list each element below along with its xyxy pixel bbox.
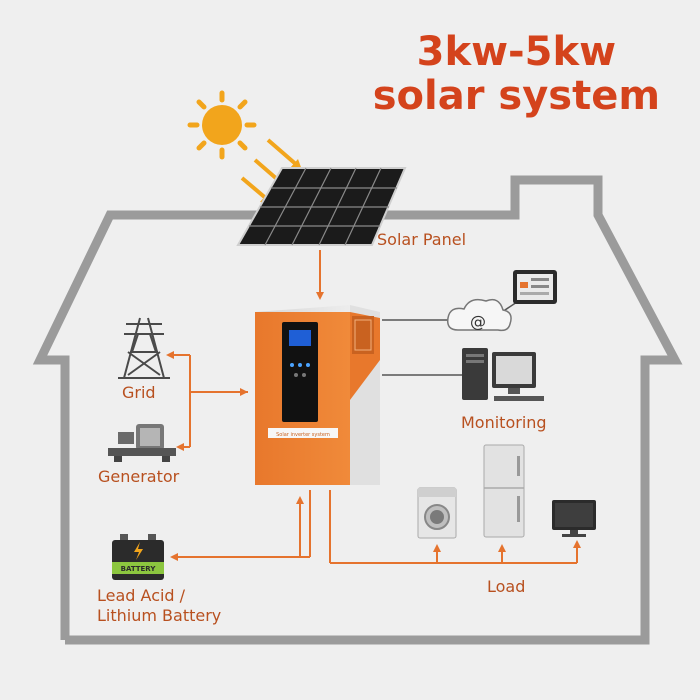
battery-label-line-2: Lithium Battery [97, 606, 222, 625]
battery-label-line-1: Lead Acid / [97, 586, 186, 605]
washing-machine-icon [417, 487, 457, 539]
inverter-brand-label: Solar inverter system [276, 432, 330, 438]
solar-panel-label: Solar Panel [377, 230, 467, 249]
email-symbol: @ [470, 312, 486, 331]
monitoring-label: Monitoring [461, 413, 547, 432]
title-line-1: 3kw-5kw [416, 29, 617, 75]
grid-generator-connection [166, 351, 248, 451]
refrigerator-icon [483, 444, 525, 538]
load-label: Load [487, 577, 526, 596]
solar-panel-icon [236, 167, 407, 246]
load-connection [329, 490, 581, 564]
diagram-title: 3kw-5kw solar system [373, 30, 660, 118]
grid-label: Grid [122, 383, 156, 402]
battery-connection [170, 490, 311, 561]
generator-label: Generator [98, 467, 180, 486]
tv-icon [552, 500, 596, 537]
cloud-email-icon: @ [446, 298, 512, 332]
house-outline [32, 175, 683, 645]
tablet-icon [513, 270, 557, 304]
battery-icon: BATTERY [112, 534, 164, 580]
grid-tower-icon [118, 317, 170, 379]
sun-icon [187, 90, 257, 160]
battery-text: BATTERY [121, 565, 157, 573]
title-line-2: solar system [372, 73, 660, 119]
computer-icon [462, 348, 544, 401]
inverter-icon: Solar inverter system [255, 305, 380, 485]
generator-icon [108, 424, 176, 462]
